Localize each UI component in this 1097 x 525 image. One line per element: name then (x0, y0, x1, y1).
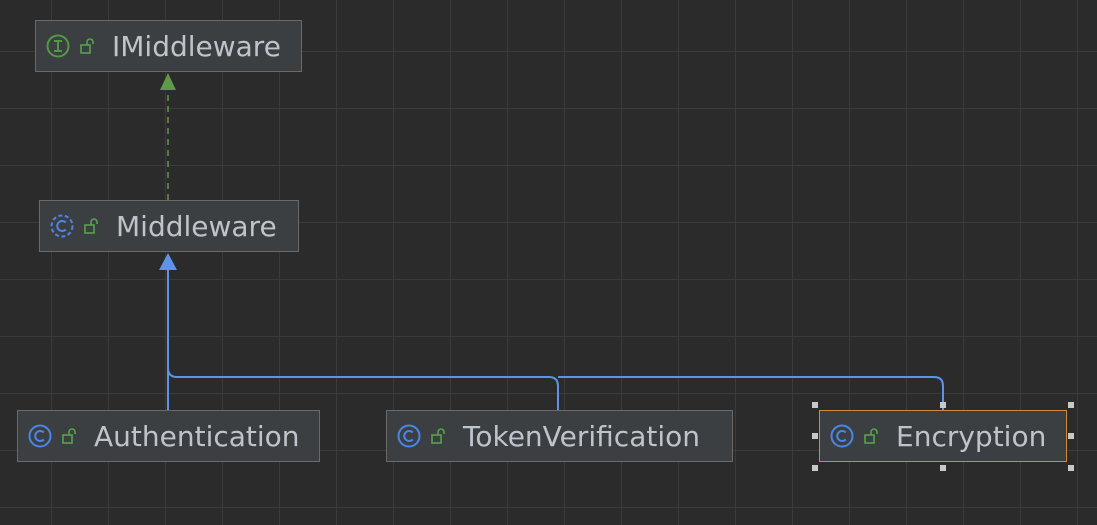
resize-handle-top-right[interactable] (1068, 402, 1074, 408)
open-lock-icon (84, 218, 98, 234)
node-middleware[interactable]: Middleware (39, 200, 299, 252)
resize-handle-top-center[interactable] (940, 402, 946, 408)
open-lock-icon (431, 428, 445, 444)
edge-tokenverification-to-middleware (167, 367, 559, 410)
class-icon (397, 424, 421, 448)
generalization-arrowhead (159, 253, 177, 270)
realization-arrowhead (160, 73, 176, 90)
class-icon (28, 424, 52, 448)
resize-handle-bottom-center[interactable] (940, 465, 946, 471)
resize-handle-bottom-right[interactable] (1068, 465, 1074, 471)
node-label: Encryption (896, 419, 1047, 453)
resize-handle-top-left[interactable] (812, 402, 818, 408)
open-lock-icon (62, 428, 76, 444)
abstract-class-icon (50, 214, 74, 238)
node-label: TokenVerification (463, 419, 700, 453)
open-lock-icon (80, 38, 94, 54)
node-label: Authentication (94, 419, 300, 453)
node-encryption[interactable]: Encryption (819, 410, 1067, 462)
node-label: IMiddleware (112, 29, 281, 63)
open-lock-icon (864, 428, 878, 444)
node-imiddleware[interactable]: IMiddleware (35, 20, 302, 72)
class-icon (830, 424, 854, 448)
node-tokenverification[interactable]: TokenVerification (386, 410, 733, 462)
node-authentication[interactable]: Authentication (17, 410, 320, 462)
resize-handle-middle-right[interactable] (1068, 433, 1074, 439)
edge-encryption-to-middleware (558, 376, 944, 410)
interface-icon (46, 34, 70, 58)
node-label: Middleware (116, 209, 277, 243)
resize-handle-middle-left[interactable] (812, 433, 818, 439)
resize-handle-bottom-left[interactable] (812, 465, 818, 471)
